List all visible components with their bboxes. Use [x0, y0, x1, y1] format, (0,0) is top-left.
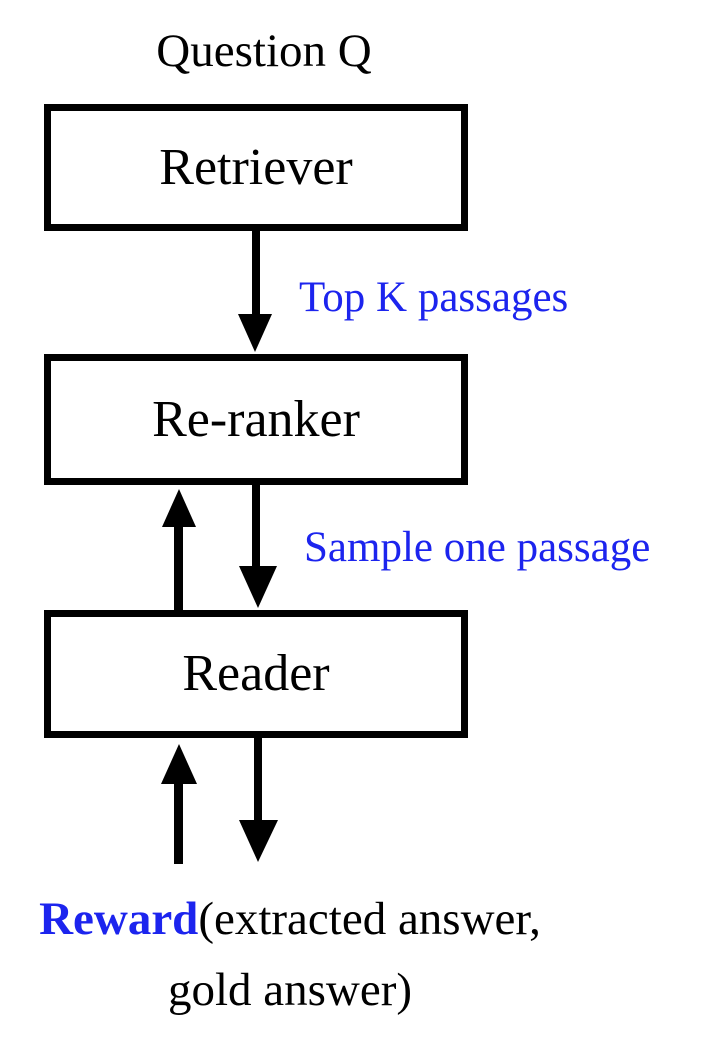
- arrow-retriever-to-reranker-icon: [238, 231, 272, 352]
- node-reader[interactable]: Reader: [44, 610, 468, 738]
- reward-caption: Reward(extracted answer, gold answer): [0, 884, 580, 1027]
- node-reranker-label: Re-ranker: [152, 390, 360, 448]
- node-retriever[interactable]: Retriever: [44, 104, 468, 231]
- reward-arguments-text: (extracted answer, gold answer): [167, 893, 541, 1017]
- arrow-reward-to-reader-icon: [161, 744, 197, 864]
- arrow-reranker-to-reader-icon: [239, 485, 277, 608]
- node-retriever-label: Retriever: [159, 138, 353, 196]
- diagram-title: Question Q: [156, 25, 372, 77]
- reward-highlight-text: Reward: [39, 893, 199, 945]
- arrow-reader-to-reranker-icon: [162, 489, 196, 610]
- node-reader-label: Reader: [182, 645, 330, 702]
- edge-label-sample-one-passage: Sample one passage: [304, 524, 651, 571]
- edge-label-top-k-passages: Top K passages: [299, 274, 569, 321]
- node-reranker[interactable]: Re-ranker: [44, 354, 468, 485]
- arrow-reader-to-reward-icon: [239, 738, 278, 862]
